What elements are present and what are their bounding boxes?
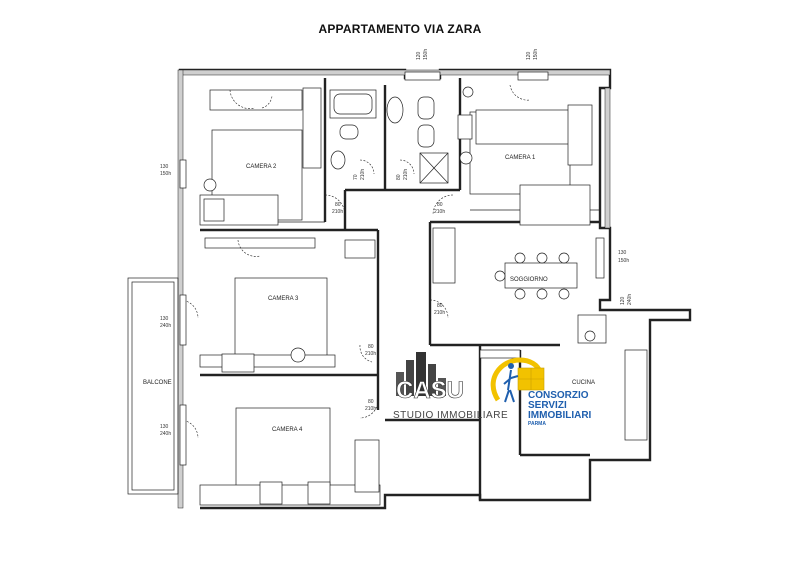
- dim-top1-a: 120: [416, 51, 422, 60]
- dim-cam4-a: 130: [160, 424, 169, 430]
- label-balcone: BALCONE: [143, 380, 172, 386]
- dim-cam4-door-a: 80: [368, 399, 374, 405]
- label-camera-1: CAMERA 1: [505, 155, 536, 161]
- dim-cam3-a: 130: [160, 316, 169, 322]
- label-camera-2: CAMERA 2: [246, 164, 277, 170]
- room-cucina: CUCINA: [479, 349, 648, 441]
- dim-cam2-door-a: 80: [335, 202, 341, 208]
- dim-sogg-door-b: 210h: [434, 310, 445, 316]
- consorzio-line-3: IMMOBILIARI: [528, 410, 592, 421]
- dim-cam1-door-a: 80: [437, 202, 443, 208]
- room-camera-2: CAMERA 2: [199, 87, 322, 226]
- doors: [179, 159, 454, 439]
- dim-cam4-door-b: 210h: [365, 406, 376, 412]
- consorzio-line-1: CONSORZIO: [528, 390, 589, 401]
- dim-cam3-door-a: 80: [368, 344, 374, 350]
- dim-bath1-a: 70: [353, 174, 359, 180]
- dim-sogg-b: 150h: [618, 258, 629, 264]
- dim-bath2-a: 80: [396, 174, 402, 180]
- label-camera-4: CAMERA 4: [272, 427, 303, 433]
- consorzio-logo: CONSORZIO SERVIZI IMMOBILIARI PARMA: [490, 357, 592, 427]
- room-camera-1: CAMERA 1: [457, 84, 593, 226]
- dim-sogg-a: 130: [618, 250, 627, 256]
- dim-top2-a: 120: [526, 51, 532, 60]
- dim-cam2-door-b: 210h: [332, 209, 343, 215]
- windows: [179, 71, 605, 466]
- dim-cucina-b: 240h: [627, 294, 633, 305]
- dim-cam3-door-b: 210h: [365, 351, 376, 357]
- dim-cam2-b: 150h: [160, 171, 171, 177]
- dim-bath1-b: 210h: [360, 169, 366, 180]
- bathroom-right: [417, 96, 449, 184]
- room-camera-4: CAMERA 4: [199, 344, 381, 506]
- dimension-labels: 120 150h 120 150h 130 150h 130 150h 120 …: [160, 49, 633, 437]
- balcony: [127, 277, 179, 495]
- consorzio-line-2: SERVIZI: [528, 400, 567, 411]
- room-soggiorno: SOGGIORNO: [432, 227, 607, 344]
- label-soggiorno: SOGGIORNO: [510, 277, 548, 283]
- plan-title: APPARTAMENTO VIA ZARA: [318, 22, 482, 36]
- dim-top2-b: 150h: [533, 49, 539, 60]
- dim-cam2-a: 130: [160, 164, 169, 170]
- dim-top1-b: 150h: [423, 49, 429, 60]
- consorzio-line-4: PARMA: [528, 421, 546, 427]
- dim-cam3-b: 240h: [160, 323, 171, 329]
- room-camera-3: CAMERA 3: [199, 237, 376, 373]
- casu-subtitle: STUDIO IMMOBILIARE: [393, 410, 508, 421]
- dim-cucina-a: 120: [620, 296, 626, 305]
- dim-bath2-b: 210h: [403, 169, 409, 180]
- dim-cam1-door-b: 210h: [434, 209, 445, 215]
- dim-sogg-door-a: 80: [437, 303, 443, 309]
- label-cucina: CUCINA: [572, 380, 595, 386]
- dim-cam4-b: 240h: [160, 431, 171, 437]
- label-camera-3: CAMERA 3: [268, 296, 299, 302]
- casu-wordmark: CASU: [396, 377, 464, 404]
- bathroom-left: [329, 89, 404, 170]
- casu-logo: CASU STUDIO IMMOBILIARE: [393, 352, 508, 421]
